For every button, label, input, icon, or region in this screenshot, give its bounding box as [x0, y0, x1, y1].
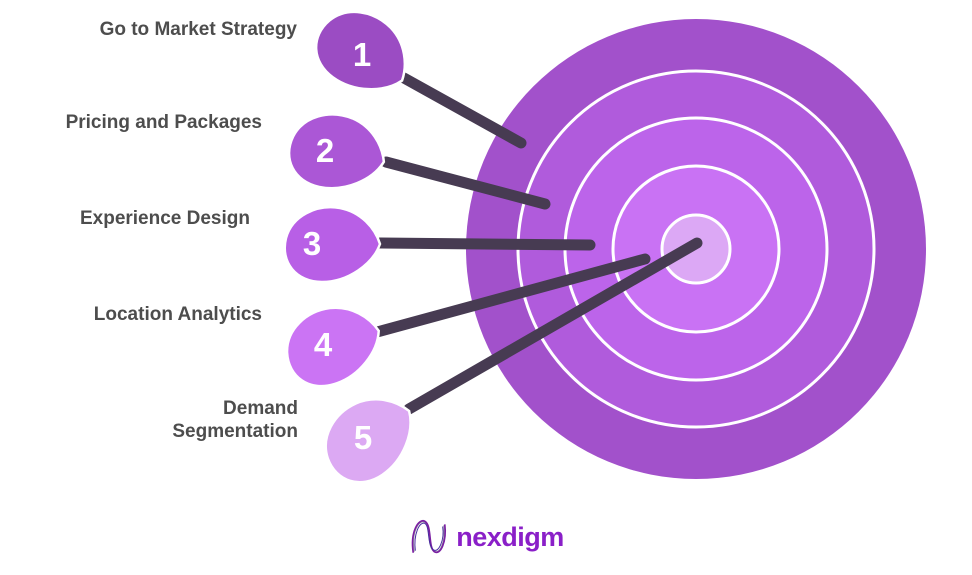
step-number-3: 3	[303, 225, 321, 262]
marker-step-2	[287, 113, 386, 190]
step-number-1: 1	[353, 36, 371, 73]
marker-shape-5	[324, 398, 412, 484]
step-numbers: 1 2 3 4 5	[303, 36, 372, 456]
connector-step-1	[398, 72, 527, 149]
logo-stroke-purple	[411, 520, 447, 554]
step-label-3: Experience Design	[79, 208, 250, 229]
connector-step-4	[371, 253, 651, 338]
connector-step-2	[380, 156, 551, 210]
brand-name: nexdigm	[456, 521, 564, 552]
step-number-2: 2	[316, 132, 334, 169]
step-label-5: Demand Segmentation	[172, 398, 298, 442]
marker-step-3	[283, 206, 382, 284]
marker-step-5	[324, 398, 412, 484]
step-label-4: Location Analytics	[93, 304, 262, 325]
brand-logo: nexdigm	[0, 514, 972, 560]
connector-step-3	[374, 237, 596, 251]
step-markers	[283, 10, 412, 484]
target-bullseye	[466, 19, 926, 479]
marker-shape-4	[285, 306, 380, 388]
marker-shape-2	[287, 113, 386, 190]
marker-shape-3	[283, 206, 382, 284]
step-label-1: Go to Market Strategy	[99, 19, 297, 40]
step-label-2: Pricing and Packages	[65, 112, 262, 133]
marker-step-1	[314, 10, 406, 91]
nexdigm-logo-icon	[411, 520, 447, 554]
marker-step-4	[285, 306, 380, 388]
connector-step-5	[403, 237, 703, 415]
logo-stroke-indigo	[414, 522, 444, 551]
step-number-5: 5	[354, 419, 372, 456]
connector-lines	[371, 72, 703, 415]
step-number-4: 4	[314, 326, 333, 363]
marker-shape-1	[314, 10, 406, 91]
